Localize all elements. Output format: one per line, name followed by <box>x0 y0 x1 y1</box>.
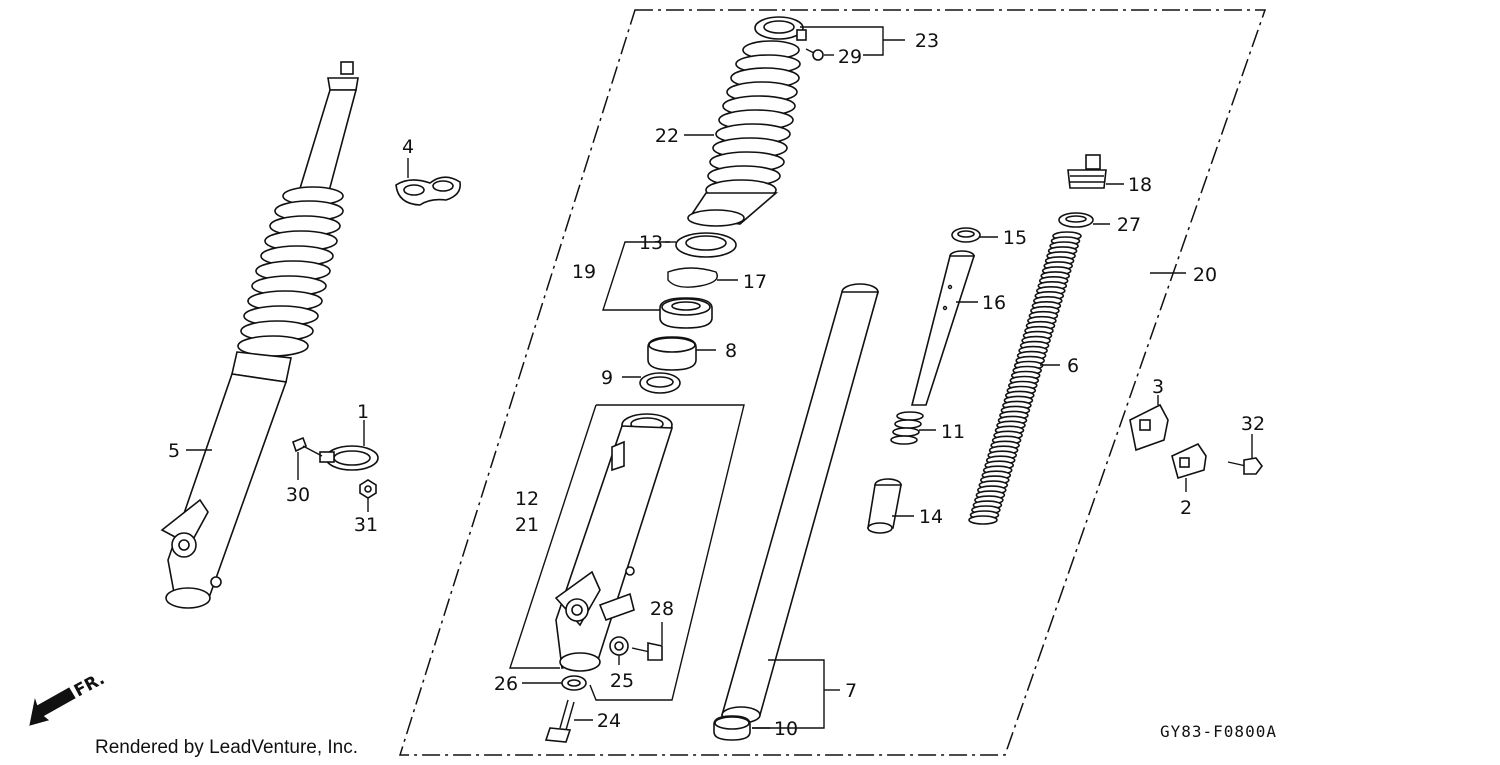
callout-1: 1 <box>357 401 369 423</box>
fork-bolt-part-18[interactable] <box>1067 154 1107 189</box>
diagram-code: GY83-F0800A <box>1160 722 1277 741</box>
clamp-band-part-1[interactable] <box>319 445 379 471</box>
fork-slider-part-12[interactable] <box>554 413 674 672</box>
fork-spring-part-6[interactable] <box>968 231 1082 525</box>
front-direction-indicator: FR. <box>29 669 108 726</box>
callout-32: 32 <box>1241 413 1265 435</box>
callout-8: 8 <box>725 340 737 362</box>
callout-13: 13 <box>639 232 663 254</box>
callout-30: 30 <box>286 484 310 506</box>
bolt-part-32[interactable] <box>1227 457 1263 475</box>
piston-ring-part-15[interactable] <box>951 227 981 243</box>
fork-boot-part-22[interactable] <box>687 40 801 227</box>
fork-assembly-part-5[interactable] <box>160 61 359 609</box>
fork-bridge-part-4[interactable] <box>395 176 462 206</box>
callout-12: 12 <box>515 488 539 510</box>
backup-ring-part-9[interactable] <box>639 372 681 394</box>
boot-cap-part-23[interactable] <box>754 16 807 41</box>
snap-ring-part-17[interactable] <box>667 267 718 288</box>
callout-25: 25 <box>610 670 634 692</box>
front-label: FR. <box>71 669 108 701</box>
socket-bolt-part-24[interactable] <box>544 699 575 743</box>
callout-2: 2 <box>1180 497 1192 519</box>
spring-coil <box>968 515 998 525</box>
callout-11: 11 <box>941 421 965 443</box>
callout-18: 18 <box>1128 174 1152 196</box>
callout-29: 29 <box>838 46 862 68</box>
fork-bellows <box>231 186 344 383</box>
callout-15: 15 <box>1003 227 1027 249</box>
callout-10: 10 <box>774 718 798 740</box>
washer-part-25[interactable] <box>609 636 629 656</box>
o-ring-part-27[interactable] <box>1058 212 1094 228</box>
guide-bushing-part-10[interactable] <box>713 715 751 741</box>
callout-6: 6 <box>1067 355 1079 377</box>
callout-19: 19 <box>572 261 596 283</box>
fork-piston-part-16[interactable] <box>910 250 976 406</box>
fork-pipe-part-7[interactable] <box>720 283 880 724</box>
oil-lock-piece-part-14[interactable] <box>867 478 902 534</box>
drain-bolt-part-28[interactable] <box>631 642 663 661</box>
callout-14: 14 <box>919 506 943 528</box>
callout-22: 22 <box>655 125 679 147</box>
callout-7: 7 <box>845 680 857 702</box>
leader-lines <box>186 26 1253 729</box>
callout-16: 16 <box>982 292 1006 314</box>
callout-24: 24 <box>597 710 621 732</box>
slider-bushing-part-8[interactable] <box>647 336 697 371</box>
callout-23: 23 <box>915 30 939 52</box>
callout-17: 17 <box>743 271 767 293</box>
callout-9: 9 <box>601 367 613 389</box>
screw-part-29[interactable] <box>805 48 824 61</box>
callout-labels: 1 2 3 4 5 6 7 8 9 10 11 12 13 14 15 16 1… <box>168 30 1265 740</box>
callout-3: 3 <box>1152 376 1164 398</box>
bolt-part-30[interactable] <box>292 436 323 457</box>
callout-27: 27 <box>1117 214 1141 236</box>
callout-21: 21 <box>515 514 539 536</box>
callout-20: 20 <box>1193 264 1217 286</box>
oil-seal-part-13[interactable] <box>675 232 737 258</box>
rebound-spring-part-11[interactable] <box>890 411 924 445</box>
front-arrow-icon <box>29 687 76 726</box>
callout-5: 5 <box>168 440 180 462</box>
nut-part-31[interactable] <box>359 479 377 499</box>
callout-4: 4 <box>402 136 414 158</box>
oil-seal-lower[interactable] <box>659 297 713 329</box>
bracket-part-3[interactable] <box>1129 403 1169 452</box>
footer-credit: Rendered by LeadVenture, Inc. <box>95 737 358 758</box>
callout-28: 28 <box>650 598 674 620</box>
bracket-part-2[interactable] <box>1171 442 1207 480</box>
callout-26: 26 <box>494 673 518 695</box>
washer-part-26[interactable] <box>561 675 587 691</box>
assembly-boundary <box>398 9 1267 756</box>
callout-31: 31 <box>354 514 378 536</box>
